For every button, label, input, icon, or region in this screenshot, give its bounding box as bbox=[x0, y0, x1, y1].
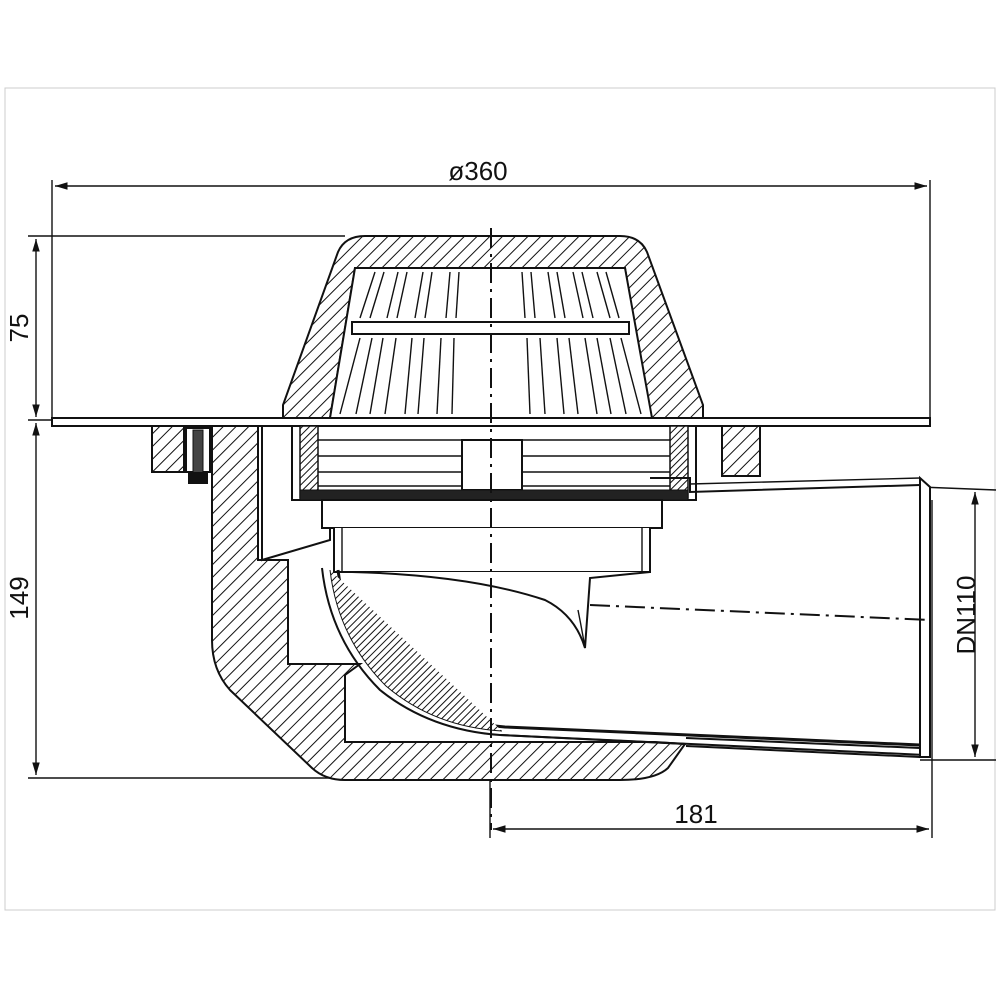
offset-label: 181 bbox=[674, 799, 717, 829]
outlet-pipe bbox=[321, 475, 931, 758]
center-lines bbox=[490, 228, 931, 830]
dimension-height-body: 149 bbox=[4, 423, 490, 779]
height-top-label: 75 bbox=[4, 314, 34, 343]
dimension-outlet: DN110 bbox=[919, 486, 997, 761]
height-body-label: 149 bbox=[4, 576, 34, 619]
drawing-frame bbox=[4, 87, 996, 911]
dimension-height-top: 75 bbox=[4, 235, 345, 421]
drain-body bbox=[211, 425, 687, 781]
outlet-label: DN110 bbox=[951, 575, 981, 654]
clamping-ring bbox=[291, 425, 697, 529]
dimension-offset: 181 bbox=[489, 500, 933, 838]
flange-bosses bbox=[151, 425, 761, 484]
diameter-label: ø360 bbox=[448, 156, 507, 186]
screw-icon bbox=[185, 427, 211, 484]
dimension-diameter: ø360 bbox=[51, 156, 931, 420]
leaf-guard-dome bbox=[282, 235, 704, 419]
